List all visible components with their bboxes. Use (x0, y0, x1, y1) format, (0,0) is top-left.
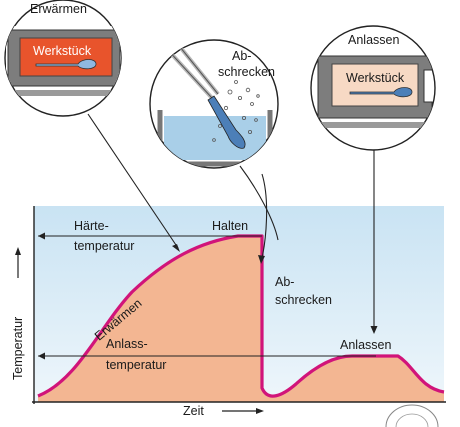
x-axis-label: Zeit (183, 404, 204, 418)
workpiece-quenched (207, 95, 246, 149)
quench-label-1: Ab- (275, 275, 294, 289)
bubbles (212, 80, 260, 142)
temperature-curve (37, 234, 445, 398)
quench-stage-title-1: Ab- (232, 49, 251, 63)
workpiece-label-hot: Werkstück (33, 44, 92, 58)
heating-connector (87, 113, 179, 249)
hardening-temp-arrow (38, 232, 45, 240)
furnace-interior-warm (331, 63, 419, 107)
quench-label-2: schrecken (275, 293, 332, 307)
furnace-interior-hot (19, 37, 113, 77)
tempering-temp-label-1: Anlass- (106, 337, 148, 351)
hardening-temp-label-1: Härte- (74, 219, 109, 233)
water-bath (164, 116, 266, 160)
hold-connector (239, 165, 279, 241)
tempering-temp-arrow (38, 352, 45, 360)
tempering-stage-title: Anlassen (348, 33, 399, 47)
tempering-stage-circle: Anlassen Werkstück (310, 25, 436, 151)
hardening-temp-label-2: temperatur (74, 239, 134, 253)
publisher-logo (385, 404, 439, 427)
workpiece-tempered (349, 87, 413, 98)
temperature-area (38, 236, 444, 402)
tempering-temp-label-2: temperatur (106, 358, 166, 372)
workpiece-hot (35, 59, 97, 70)
hold-label: Halten (212, 219, 248, 233)
quench-connector (261, 173, 268, 259)
tempering-label: Anlassen (340, 338, 391, 352)
heating-stage-circle: Erwärmen Werkstück (4, 0, 122, 117)
y-axis-arrow-head (15, 247, 21, 255)
y-axis-label: Temperatur (11, 317, 25, 380)
heating-stage-title: Erwärmen (30, 2, 87, 16)
graph-panel: Temperatur Zeit Härte- temperatur Halten… (11, 206, 446, 418)
quenching-stage-circle: Ab- schrecken (149, 39, 279, 169)
quench-stage-title-2: schrecken (218, 65, 275, 79)
x-axis-arrow-head (256, 408, 264, 414)
connector-lines (87, 113, 378, 334)
workpiece-label-warm: Werkstück (346, 71, 405, 85)
